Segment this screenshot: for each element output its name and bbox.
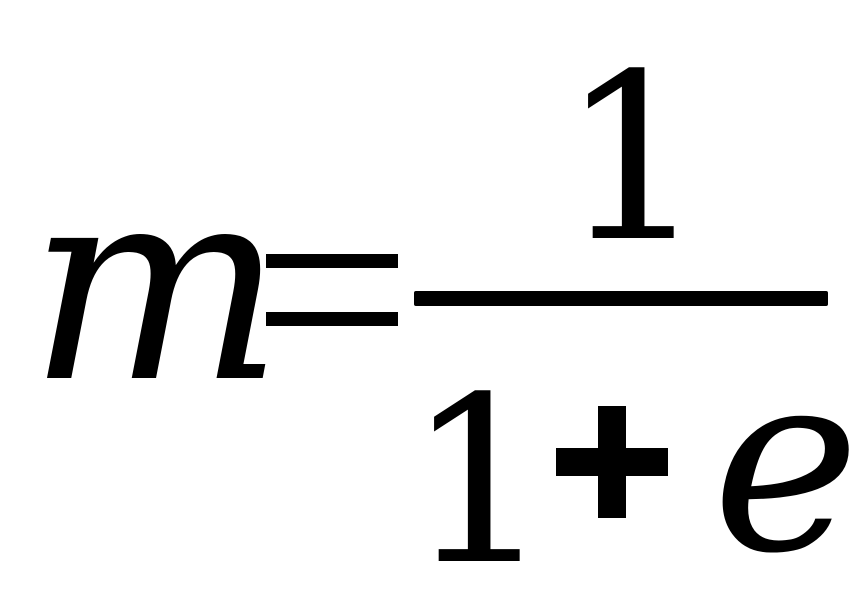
formula: m 1 1 e: [28, 26, 858, 598]
plus-sign: [556, 406, 668, 518]
denominator-one: 1: [406, 349, 553, 616]
equals-bar-top: [266, 254, 398, 268]
variable-m: m: [28, 127, 284, 442]
fraction-bar: [414, 291, 828, 306]
fraction-numerator: 1: [560, 26, 707, 293]
equals-sign: [266, 254, 398, 326]
plus-vertical: [598, 406, 626, 518]
equals-bar-bottom: [266, 312, 398, 326]
variable-e: e: [712, 317, 858, 608]
